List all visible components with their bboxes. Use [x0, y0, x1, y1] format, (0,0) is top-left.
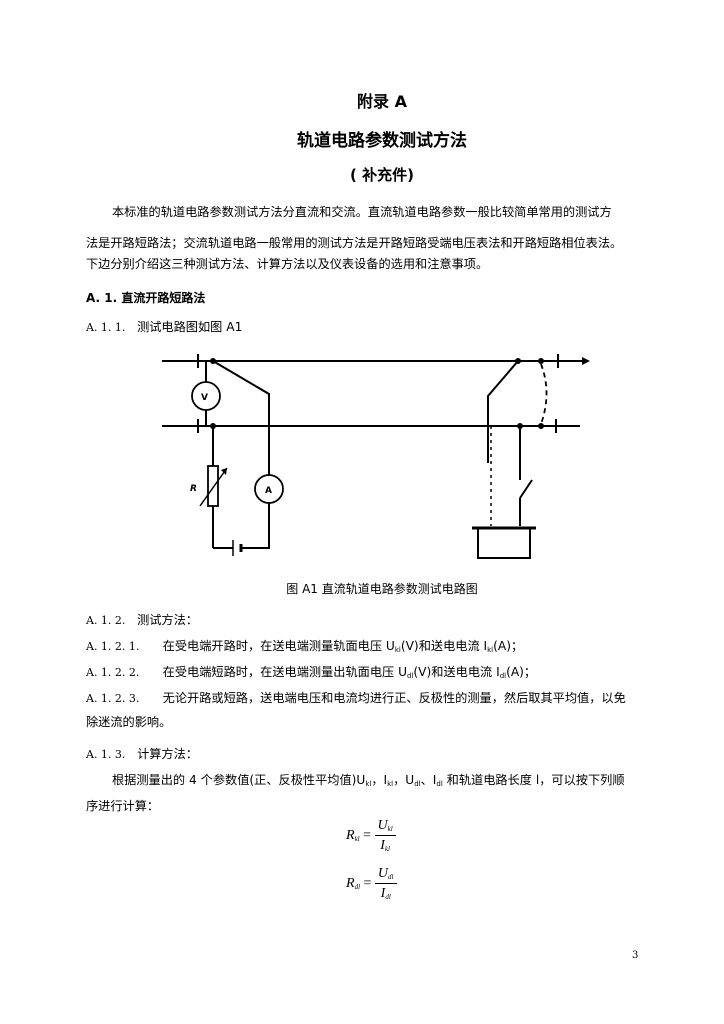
- calc-paragraph-line-2: 序进行计算：: [86, 799, 160, 813]
- clause-text: 无论开路或短路，送电端电压和电流均进行正、反极性的测量，然后取其平均值，以免: [162, 691, 626, 705]
- resistor-label: R: [190, 484, 197, 494]
- formula-open-resistance: Rkl = Ukl Ikl: [346, 818, 396, 854]
- wire: [241, 536, 270, 549]
- document-title: 轨道电路参数测试方法: [297, 131, 467, 151]
- clause-a1121: A. 1. 2. 1. 在受电端开路时，在送电端测量轨面电压 Ukl(V)和送电…: [86, 636, 523, 654]
- voltmeter-symbol: [191, 381, 221, 411]
- clause-text: 在受电端开路时，在送电端测量轨面电压 Ukl(V)和送电电流 Ikl(A)；: [162, 639, 524, 654]
- supplement-label: ( 补充件): [350, 166, 414, 184]
- clause-a1123-continued: 除迷流的影响。: [86, 715, 172, 729]
- wire: [212, 360, 270, 475]
- relay-box: [477, 527, 531, 559]
- figure-caption: 图 A1 直流轨道电路参数测试电路图: [286, 582, 478, 596]
- fraction: Udl Idl: [374, 866, 397, 902]
- clause-a112: A. 1. 2. 测试方法：: [86, 610, 198, 628]
- top-rail-arrow: [582, 357, 590, 365]
- intro-line-2: 法是开路短路法；交流轨道电路一般常用的测试方法是开路短路受端电压表法和开路短路相…: [86, 236, 623, 250]
- clause-text: 在受电端短路时，在送电端测量出轨面电压 Udl(V)和送电电流 Idl(A)；: [162, 665, 537, 680]
- section-a1-heading: A. 1. 直流开路短路法: [86, 289, 205, 306]
- appendix-title: 附录 A: [357, 92, 407, 111]
- clause-text: 计算方法：: [137, 747, 198, 761]
- dashed-jumper: [540, 363, 548, 425]
- switch-blade: [519, 479, 533, 499]
- page-number: 3: [632, 950, 639, 961]
- clause-number: A. 1. 2. 2.: [86, 666, 140, 679]
- clause-text: 测试电路图如图 A1: [137, 320, 243, 334]
- clause-number: A. 1. 3.: [86, 748, 126, 761]
- node-dot: [538, 423, 544, 429]
- voltmeter-label: V: [201, 393, 208, 403]
- intro-line-1: 本标准的轨道电路参数测试方法分直流和交流。直流轨道电路参数一般比较简单常用的测试…: [112, 205, 612, 219]
- clause-text: 测试方法：: [137, 613, 198, 627]
- intro-line-3: 下边分别介绍这三种测试方法、计算方法以及仪表设备的选用和注意事项。: [86, 257, 489, 271]
- node-dot: [538, 358, 544, 364]
- circuit-diagram: V A R: [162, 354, 590, 559]
- formula-short-resistance: Rdl = Udl Idl: [346, 866, 397, 902]
- ammeter-label: A: [265, 486, 272, 496]
- clause-a1123: A. 1. 2. 3. 无论开路或短路，送电端电压和电流均进行正、反极性的测量，…: [86, 688, 626, 706]
- clause-number: A. 1. 1.: [86, 321, 126, 334]
- rheostat-arrow-head: [221, 468, 227, 475]
- rheostat-arrow: [199, 467, 228, 507]
- clause-number: A. 1. 2. 1.: [86, 640, 140, 653]
- clause-a111: A. 1. 1. 测试电路图如图 A1: [86, 317, 242, 335]
- section-title: 直流开路短路法: [121, 291, 206, 305]
- wire: [487, 360, 519, 463]
- clause-a1122: A. 1. 2. 2. 在受电端短路时，在送电端测量出轨面电压 Udl(V)和送…: [86, 662, 536, 680]
- clause-number: A. 1. 2.: [86, 614, 126, 627]
- rheostat-symbol: [207, 465, 219, 507]
- calc-paragraph-line-1: 根据测量出的 4 个参数值(正、反极性平均值)Ukl，Ikl，Udl、Idl 和…: [112, 773, 625, 788]
- section-number: A. 1.: [86, 291, 118, 305]
- fraction: Ukl Ikl: [374, 818, 396, 854]
- clause-number: A. 1. 2. 3.: [86, 692, 140, 705]
- clause-a113: A. 1. 3. 计算方法：: [86, 744, 198, 762]
